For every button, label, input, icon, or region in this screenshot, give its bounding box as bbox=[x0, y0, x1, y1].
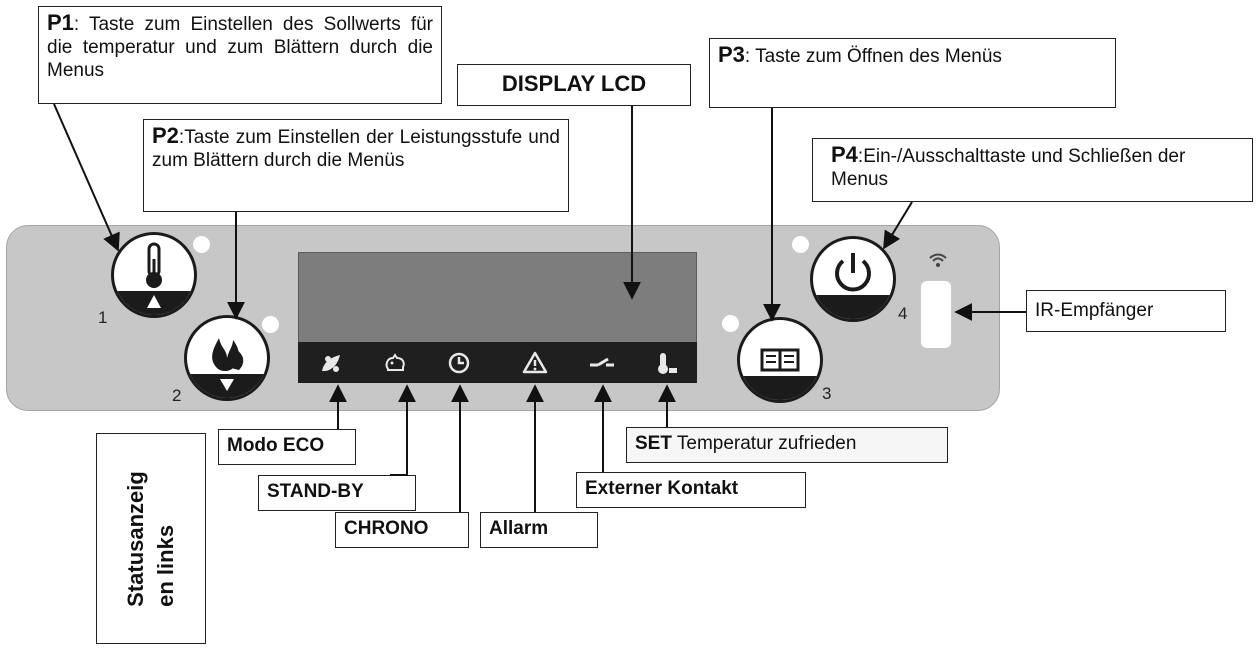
standby-icon bbox=[385, 353, 405, 371]
label-modo-eco: Modo ECO bbox=[218, 429, 356, 465]
button-p4-power[interactable] bbox=[810, 236, 896, 322]
callout-p4-key: P4 bbox=[831, 142, 858, 167]
label-standby-text: STAND-BY bbox=[267, 481, 364, 502]
flame-icon bbox=[212, 338, 244, 391]
arrow-standby bbox=[390, 384, 416, 476]
callout-ir: IR-Empfänger bbox=[1026, 290, 1226, 332]
chrono-icon bbox=[448, 352, 470, 374]
label-set-temperatur: SET Temperatur zufrieden bbox=[626, 427, 948, 463]
button-number-1: 1 bbox=[98, 308, 108, 327]
button-number-3: 3 bbox=[822, 384, 832, 403]
label-modo-eco-text: Modo ECO bbox=[227, 435, 325, 456]
ir-label: IR-Empfänger bbox=[1035, 300, 1154, 321]
callout-p3-key: P3 bbox=[718, 42, 745, 67]
power-icon bbox=[835, 253, 871, 292]
eco-icon bbox=[322, 355, 340, 372]
external-contact-icon bbox=[590, 357, 614, 367]
label-allarm: Allarm bbox=[480, 512, 598, 548]
callout-p2: P2:Taste zum Einstellen der Leistungsstu… bbox=[143, 119, 569, 212]
callout-p4-text: :Ein-/Ausschalttaste und Schließen der M… bbox=[831, 146, 1186, 190]
label-set-key: SET bbox=[635, 433, 672, 454]
button-number-4: 4 bbox=[898, 304, 908, 323]
status-note: Statusanzeig en links bbox=[96, 433, 206, 644]
button-number-2: 2 bbox=[172, 386, 182, 405]
label-chrono-text: CHRONO bbox=[344, 518, 429, 539]
label-externer-kontakt: Externer Kontakt bbox=[576, 472, 806, 508]
indicator-led-2 bbox=[262, 316, 279, 333]
callout-p4: P4:Ein-/Ausschalttaste und Schließen der… bbox=[812, 138, 1253, 202]
book-icon bbox=[760, 348, 800, 372]
status-icon-strip bbox=[298, 342, 697, 383]
alarm-icon bbox=[522, 351, 548, 374]
callout-display: DISPLAY LCD bbox=[457, 64, 691, 106]
callout-p1-key: P1 bbox=[47, 10, 74, 35]
arrow-p1 bbox=[53, 103, 120, 252]
callout-p1: P1: Taste zum Einstellen des Sollwerts f… bbox=[38, 6, 442, 104]
callout-p2-text: :Taste zum Einstellen der Leistungsstufe… bbox=[152, 127, 560, 171]
callout-p2-key: P2 bbox=[152, 123, 179, 148]
label-externer-kontakt-text: Externer Kontakt bbox=[585, 478, 739, 499]
display-label: DISPLAY LCD bbox=[501, 71, 647, 96]
set-temperature-icon bbox=[658, 353, 677, 374]
indicator-led-1 bbox=[193, 236, 210, 253]
thermometer-icon bbox=[146, 242, 162, 308]
button-p2-power[interactable] bbox=[184, 315, 270, 401]
ir-receiver bbox=[921, 281, 951, 348]
button-p1-temperature[interactable] bbox=[111, 232, 197, 318]
label-chrono: CHRONO bbox=[335, 512, 469, 548]
label-standby: STAND-BY bbox=[258, 475, 416, 511]
wifi-icon bbox=[929, 253, 947, 267]
indicator-led-3 bbox=[722, 315, 739, 332]
callout-p3: P3: Taste zum Öffnen des Menüs bbox=[709, 38, 1116, 108]
callout-p3-text: : Taste zum Öffnen des Menüs bbox=[744, 46, 1002, 67]
indicator-led-4 bbox=[792, 236, 809, 253]
label-set-text: Temperatur zufrieden bbox=[671, 433, 857, 454]
arrow-p4 bbox=[883, 201, 913, 250]
callout-p1-text: : Taste zum Einstellen des Sollwerts für… bbox=[47, 14, 433, 81]
label-allarm-text: Allarm bbox=[489, 518, 549, 539]
